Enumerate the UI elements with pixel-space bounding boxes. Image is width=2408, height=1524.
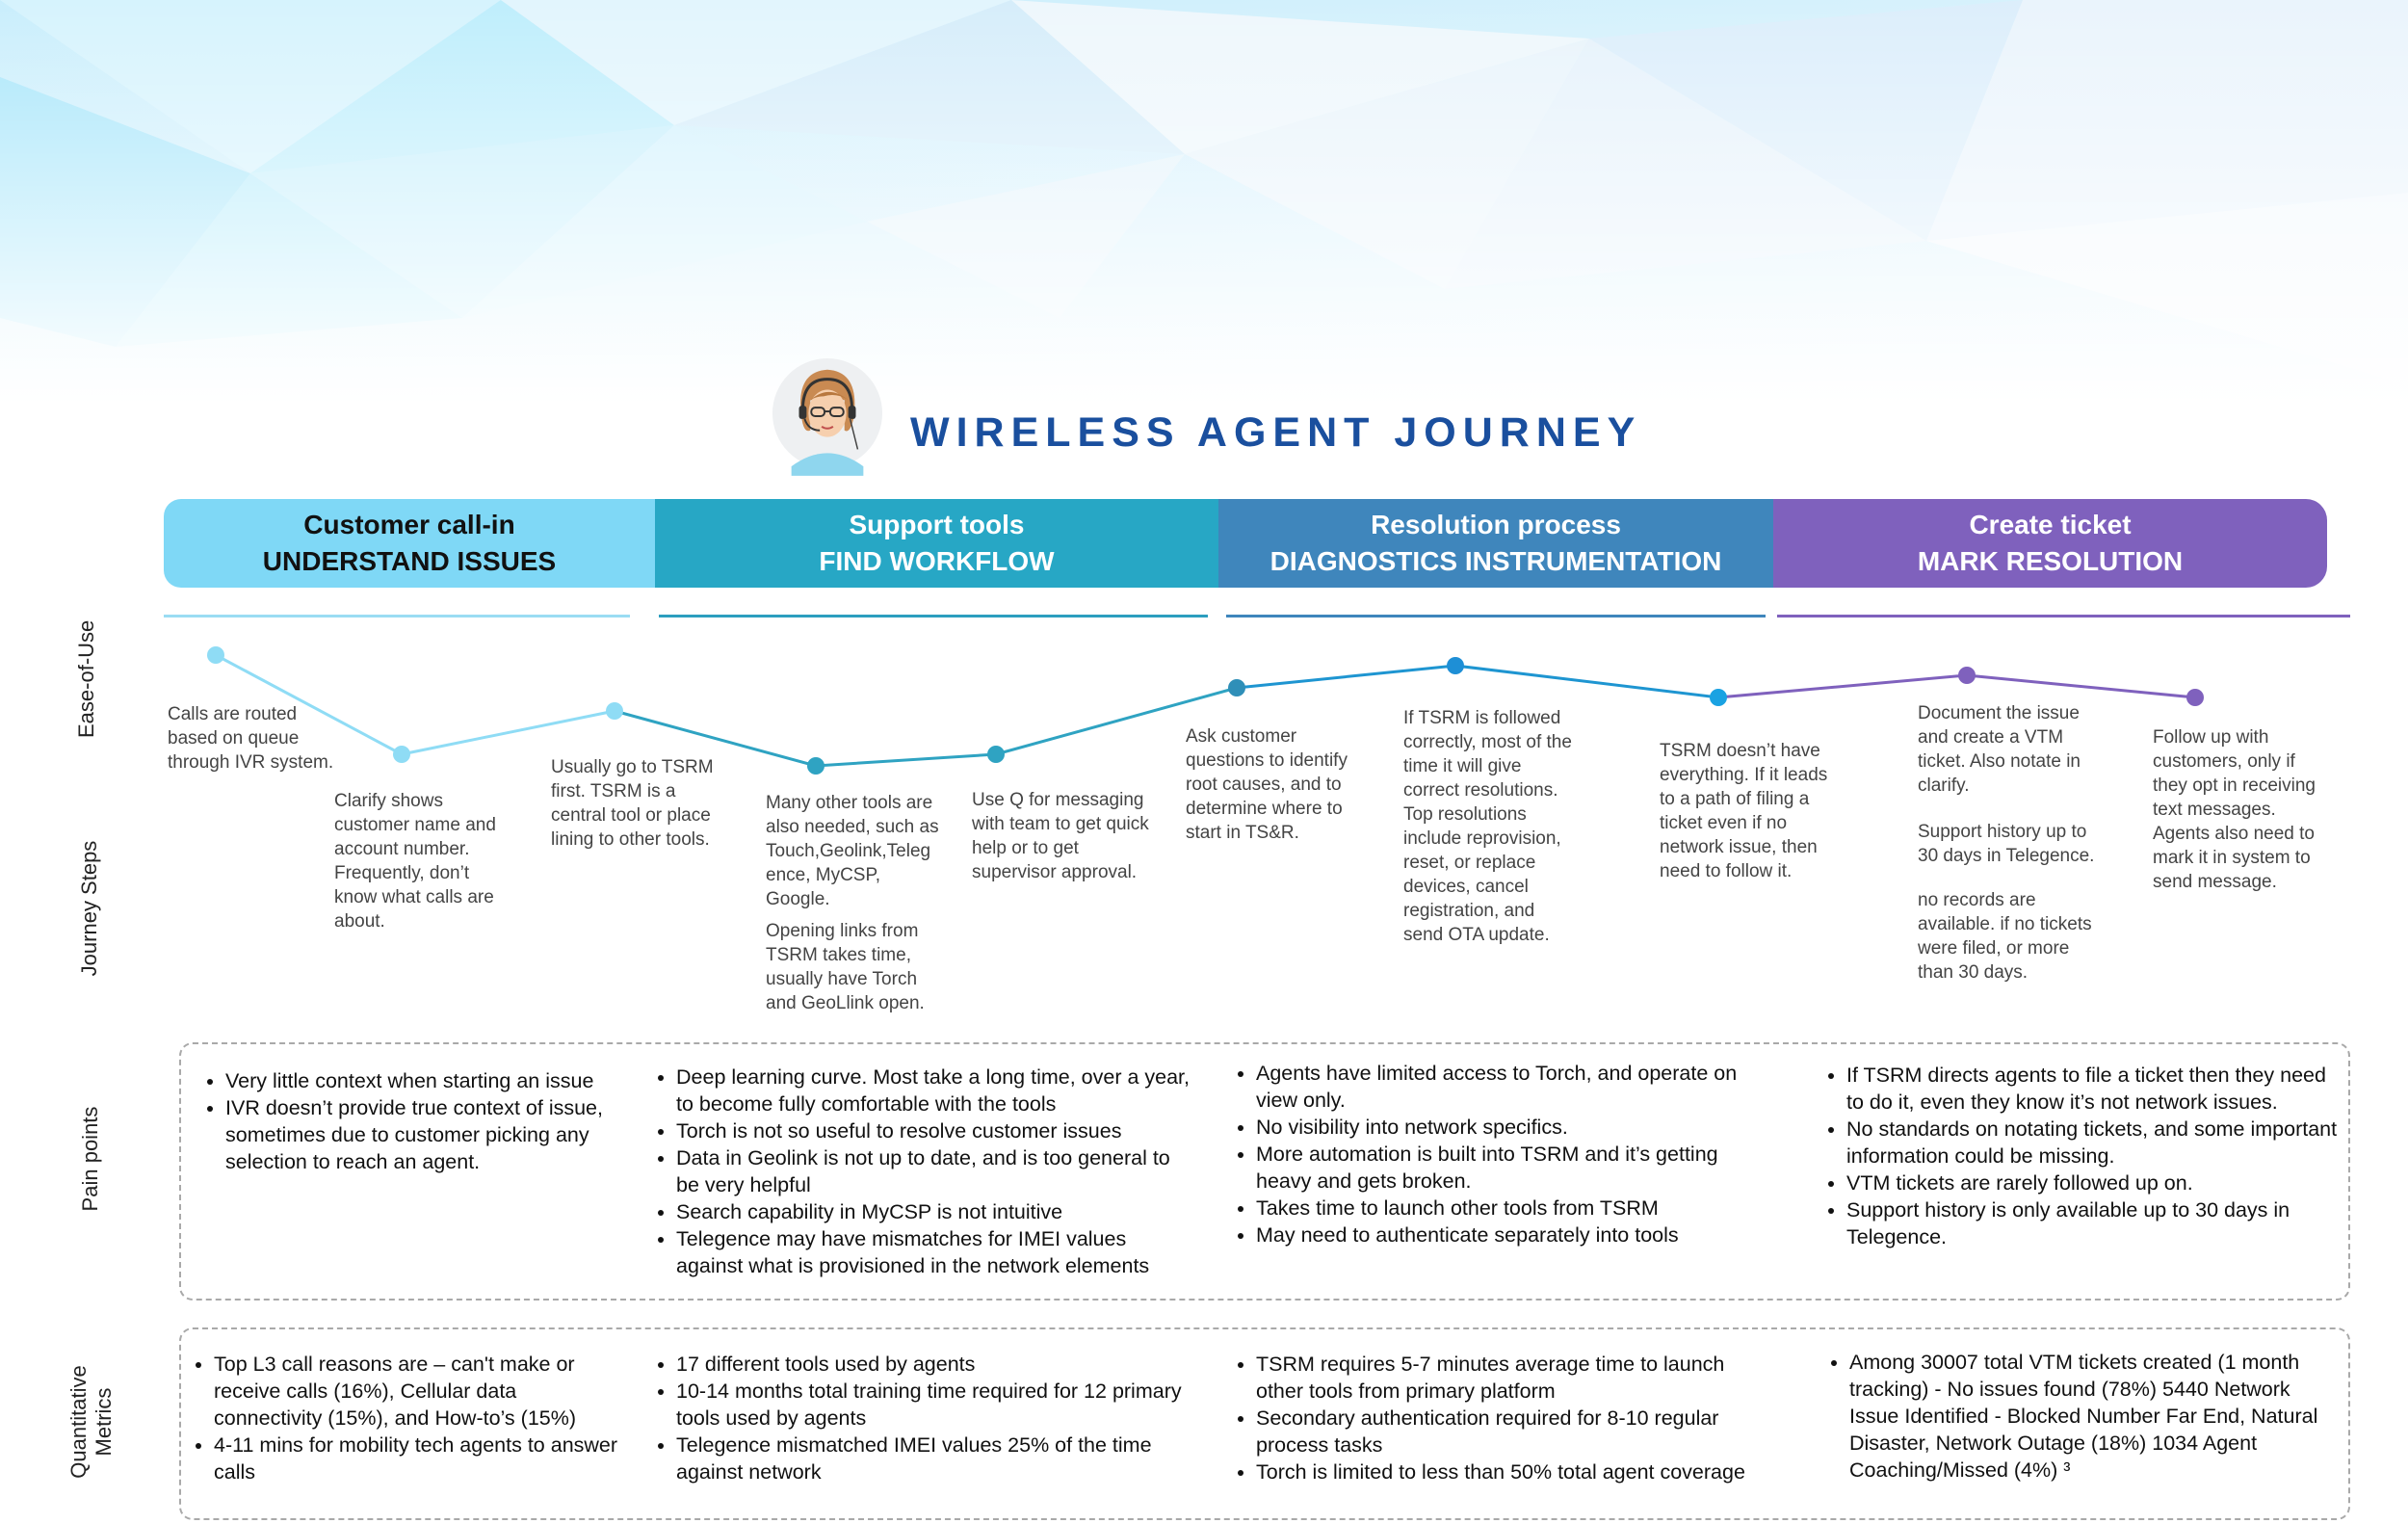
phase-subtitle: DIAGNOSTICS INSTRUMENTATION bbox=[1269, 546, 1722, 576]
list-item: 4-11 mins for mobility tech agents to an… bbox=[214, 1432, 624, 1485]
journey-point bbox=[1447, 657, 1464, 674]
list-item: Deep learning curve. Most take a long ti… bbox=[676, 1064, 1194, 1117]
list-item: More automation is built into TSRM and i… bbox=[1256, 1141, 1758, 1195]
list-item: IVR doesn’t provide true context of issu… bbox=[225, 1094, 616, 1175]
list-item: Takes time to launch other tools from TS… bbox=[1256, 1195, 1758, 1222]
pain-points-column: Deep learning curve. Most take a long ti… bbox=[643, 1064, 1194, 1279]
journey-point bbox=[987, 746, 1005, 763]
journey-step-text: Ask customer questions to identify root … bbox=[1186, 726, 1348, 843]
list-item: VTM tickets are rarely followed up on. bbox=[1846, 1169, 2339, 1196]
list-item: Secondary authentication required for 8-… bbox=[1256, 1405, 1763, 1458]
phase-title: Resolution process bbox=[1371, 510, 1621, 539]
journey-point bbox=[2186, 689, 2204, 706]
journey-step-text: If TSRM is followed correctly, most of t… bbox=[1403, 708, 1572, 945]
list-item: Among 30007 total VTM tickets created (1… bbox=[1849, 1349, 2344, 1484]
journey-step-text: Usually go to TSRM first. TSRM is a cent… bbox=[551, 757, 714, 850]
list-item: 17 different tools used by agents bbox=[676, 1351, 1183, 1378]
list-item: Telegence mismatched IMEI values 25% of … bbox=[676, 1432, 1183, 1485]
background-pattern bbox=[0, 0, 2408, 405]
journey-point bbox=[1958, 667, 1976, 684]
phase-resolution-process: Resolution process DIAGNOSTICS INSTRUMEN… bbox=[1218, 499, 1773, 588]
journey-step-text: Support history up to 30 days in Telegen… bbox=[1918, 822, 2095, 866]
phase-divider-line bbox=[1226, 615, 1766, 617]
metrics-list: TSRM requires 5-7 minutes average time t… bbox=[1223, 1351, 1763, 1485]
journey-step-text: no records are available. if no tickets … bbox=[1918, 890, 2092, 983]
list-item: No standards on notating tickets, and so… bbox=[1846, 1116, 2339, 1169]
journey-step-text: Document the issue and create a VTM tick… bbox=[1918, 703, 2081, 796]
pain-points-panel bbox=[179, 1042, 2350, 1301]
phase-divider-line bbox=[164, 615, 630, 617]
pain-points-list: Very little context when starting an iss… bbox=[193, 1067, 616, 1175]
list-item: Agents have limited access to Torch, and… bbox=[1256, 1060, 1758, 1114]
pain-points-list: Agents have limited access to Torch, and… bbox=[1223, 1060, 1758, 1248]
pain-points-column: If TSRM directs agents to file a ticket … bbox=[1814, 1062, 2339, 1250]
phase-customer-call-in: Customer call-in UNDERSTAND ISSUES bbox=[164, 499, 655, 588]
pain-points-column: Agents have limited access to Torch, and… bbox=[1223, 1060, 1758, 1248]
metrics-column: Among 30007 total VTM tickets created (1… bbox=[1817, 1349, 2344, 1484]
list-item: If TSRM directs agents to file a ticket … bbox=[1846, 1062, 2339, 1116]
list-item: Top L3 call reasons are – can't make or … bbox=[214, 1351, 624, 1432]
pain-points-column: Very little context when starting an iss… bbox=[193, 1067, 616, 1175]
journey-point bbox=[807, 757, 824, 775]
journey-point bbox=[1710, 689, 1727, 706]
list-item: Torch is not so useful to resolve custom… bbox=[676, 1117, 1194, 1144]
phase-subtitle: FIND WORKFLOW bbox=[819, 546, 1055, 576]
journey-point bbox=[207, 646, 224, 664]
journey-step-text: Use Q for messaging with team to get qui… bbox=[972, 790, 1149, 882]
list-item: Very little context when starting an iss… bbox=[225, 1067, 616, 1094]
list-item: May need to authenticate separately into… bbox=[1256, 1222, 1758, 1248]
journey-point bbox=[393, 746, 410, 763]
metrics-column: TSRM requires 5-7 minutes average time t… bbox=[1223, 1351, 1763, 1485]
journey-point bbox=[1228, 679, 1245, 696]
agent-headset-avatar-icon bbox=[772, 358, 883, 476]
list-item: Data in Geolink is not up to date, and i… bbox=[676, 1144, 1194, 1198]
phase-title: Support tools bbox=[849, 510, 1025, 539]
phase-title: Create ticket bbox=[1969, 510, 2132, 539]
pain-points-list: Deep learning curve. Most take a long ti… bbox=[643, 1064, 1194, 1279]
phase-divider-line bbox=[659, 615, 1208, 617]
pain-points-list: If TSRM directs agents to file a ticket … bbox=[1814, 1062, 2339, 1250]
journey-step-text: Follow up with customers, only if they o… bbox=[2153, 727, 2316, 892]
phase-divider-line bbox=[1777, 615, 2350, 617]
list-item: TSRM requires 5-7 minutes average time t… bbox=[1256, 1351, 1763, 1405]
phase-create-ticket: Create ticket MARK RESOLUTION bbox=[1773, 499, 2327, 588]
phase-support-tools: Support tools FIND WORKFLOW bbox=[655, 499, 1218, 588]
page-title: WIRELESS AGENT JOURNEY bbox=[910, 409, 1642, 456]
phase-subtitle: MARK RESOLUTION bbox=[1917, 546, 2184, 576]
metrics-list: Top L3 call reasons are – can't make or … bbox=[181, 1351, 624, 1485]
list-item: Torch is limited to less than 50% total … bbox=[1256, 1458, 1763, 1485]
metrics-list: 17 different tools used by agents 10-14 … bbox=[643, 1351, 1183, 1485]
list-item: Search capability in MyCSP is not intuit… bbox=[676, 1198, 1194, 1225]
quantitative-metrics-panel bbox=[179, 1327, 2350, 1520]
journey-step-text: Opening links from TSRM takes time, usua… bbox=[766, 921, 925, 1013]
journey-step-text: Clarify shows customer name and account … bbox=[334, 791, 496, 932]
list-item: Telegence may have mismatches for IMEI v… bbox=[676, 1225, 1194, 1279]
phase-subtitle: UNDERSTAND ISSUES bbox=[262, 546, 557, 576]
list-item: Support history is only available up to … bbox=[1846, 1196, 2339, 1250]
journey-step-text: TSRM doesn’t have everything. If it lead… bbox=[1660, 741, 1828, 881]
list-item: 10-14 months total training time require… bbox=[676, 1378, 1183, 1432]
journey-point bbox=[606, 702, 623, 720]
metrics-column: 17 different tools used by agents 10-14 … bbox=[643, 1351, 1183, 1485]
journey-step-text: Calls are routed based on queue through … bbox=[168, 704, 334, 773]
metrics-list: Among 30007 total VTM tickets created (1… bbox=[1817, 1349, 2344, 1484]
journey-step-text: Many other tools are also needed, such a… bbox=[766, 793, 939, 909]
phase-title: Customer call-in bbox=[303, 510, 515, 539]
list-item: No visibility into network specifics. bbox=[1256, 1114, 1758, 1141]
metrics-column: Top L3 call reasons are – can't make or … bbox=[181, 1351, 624, 1485]
